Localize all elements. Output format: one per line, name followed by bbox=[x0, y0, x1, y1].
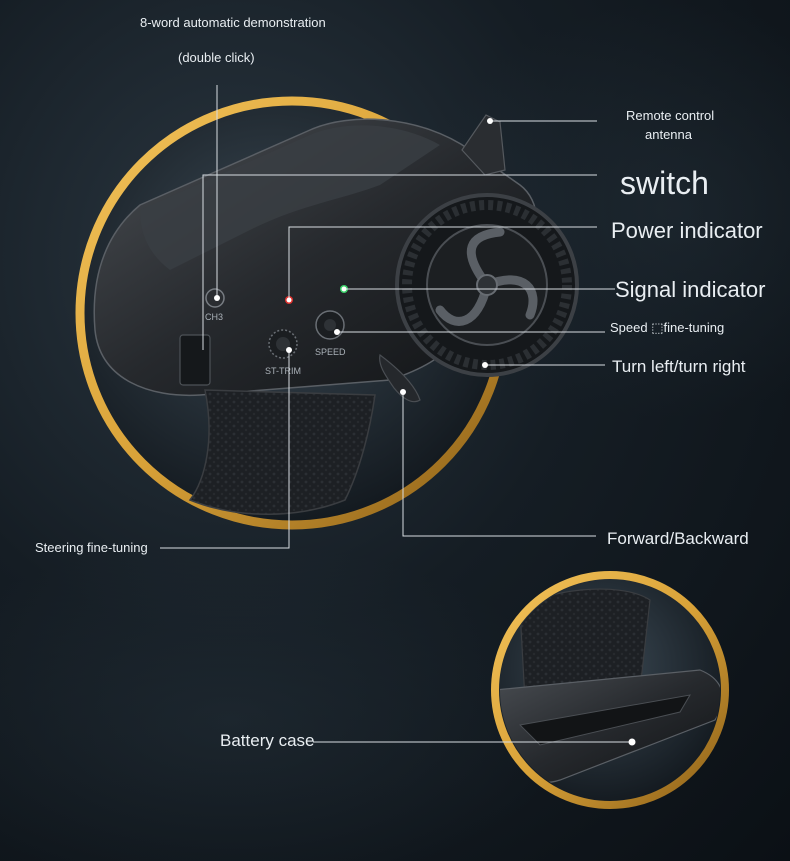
forward-backward-label: Forward/Backward bbox=[607, 529, 749, 548]
speed-mark: SPEED bbox=[315, 347, 346, 357]
antenna-label-line1: Remote control bbox=[626, 108, 715, 123]
steering-fine-tuning-label: Steering fine-tuning bbox=[35, 540, 148, 555]
st-trim-mark: ST-TRIM bbox=[265, 366, 301, 376]
power-indicator-label: Power indicator bbox=[611, 218, 763, 243]
leader-lines bbox=[160, 85, 632, 743]
speed-fine-tuning-label: Speed ⬚fine-tuning bbox=[610, 320, 725, 335]
turn-label: Turn left/turn right bbox=[612, 357, 746, 376]
battery-case-label: Battery case bbox=[220, 731, 315, 750]
double-click-label: (double click) bbox=[178, 50, 255, 65]
pistol-grip bbox=[188, 389, 376, 515]
switch-label: switch bbox=[620, 165, 709, 201]
trigger bbox=[379, 353, 421, 403]
ch3-mark: CH3 bbox=[205, 312, 223, 322]
signal-indicator-label: Signal indicator bbox=[615, 277, 766, 302]
demo-label: 8-word automatic demonstration bbox=[140, 15, 326, 30]
ch3-slider bbox=[179, 334, 211, 386]
antenna bbox=[461, 114, 506, 176]
antenna-label-line2: antenna bbox=[645, 127, 692, 142]
remote-top-panel bbox=[140, 125, 440, 270]
